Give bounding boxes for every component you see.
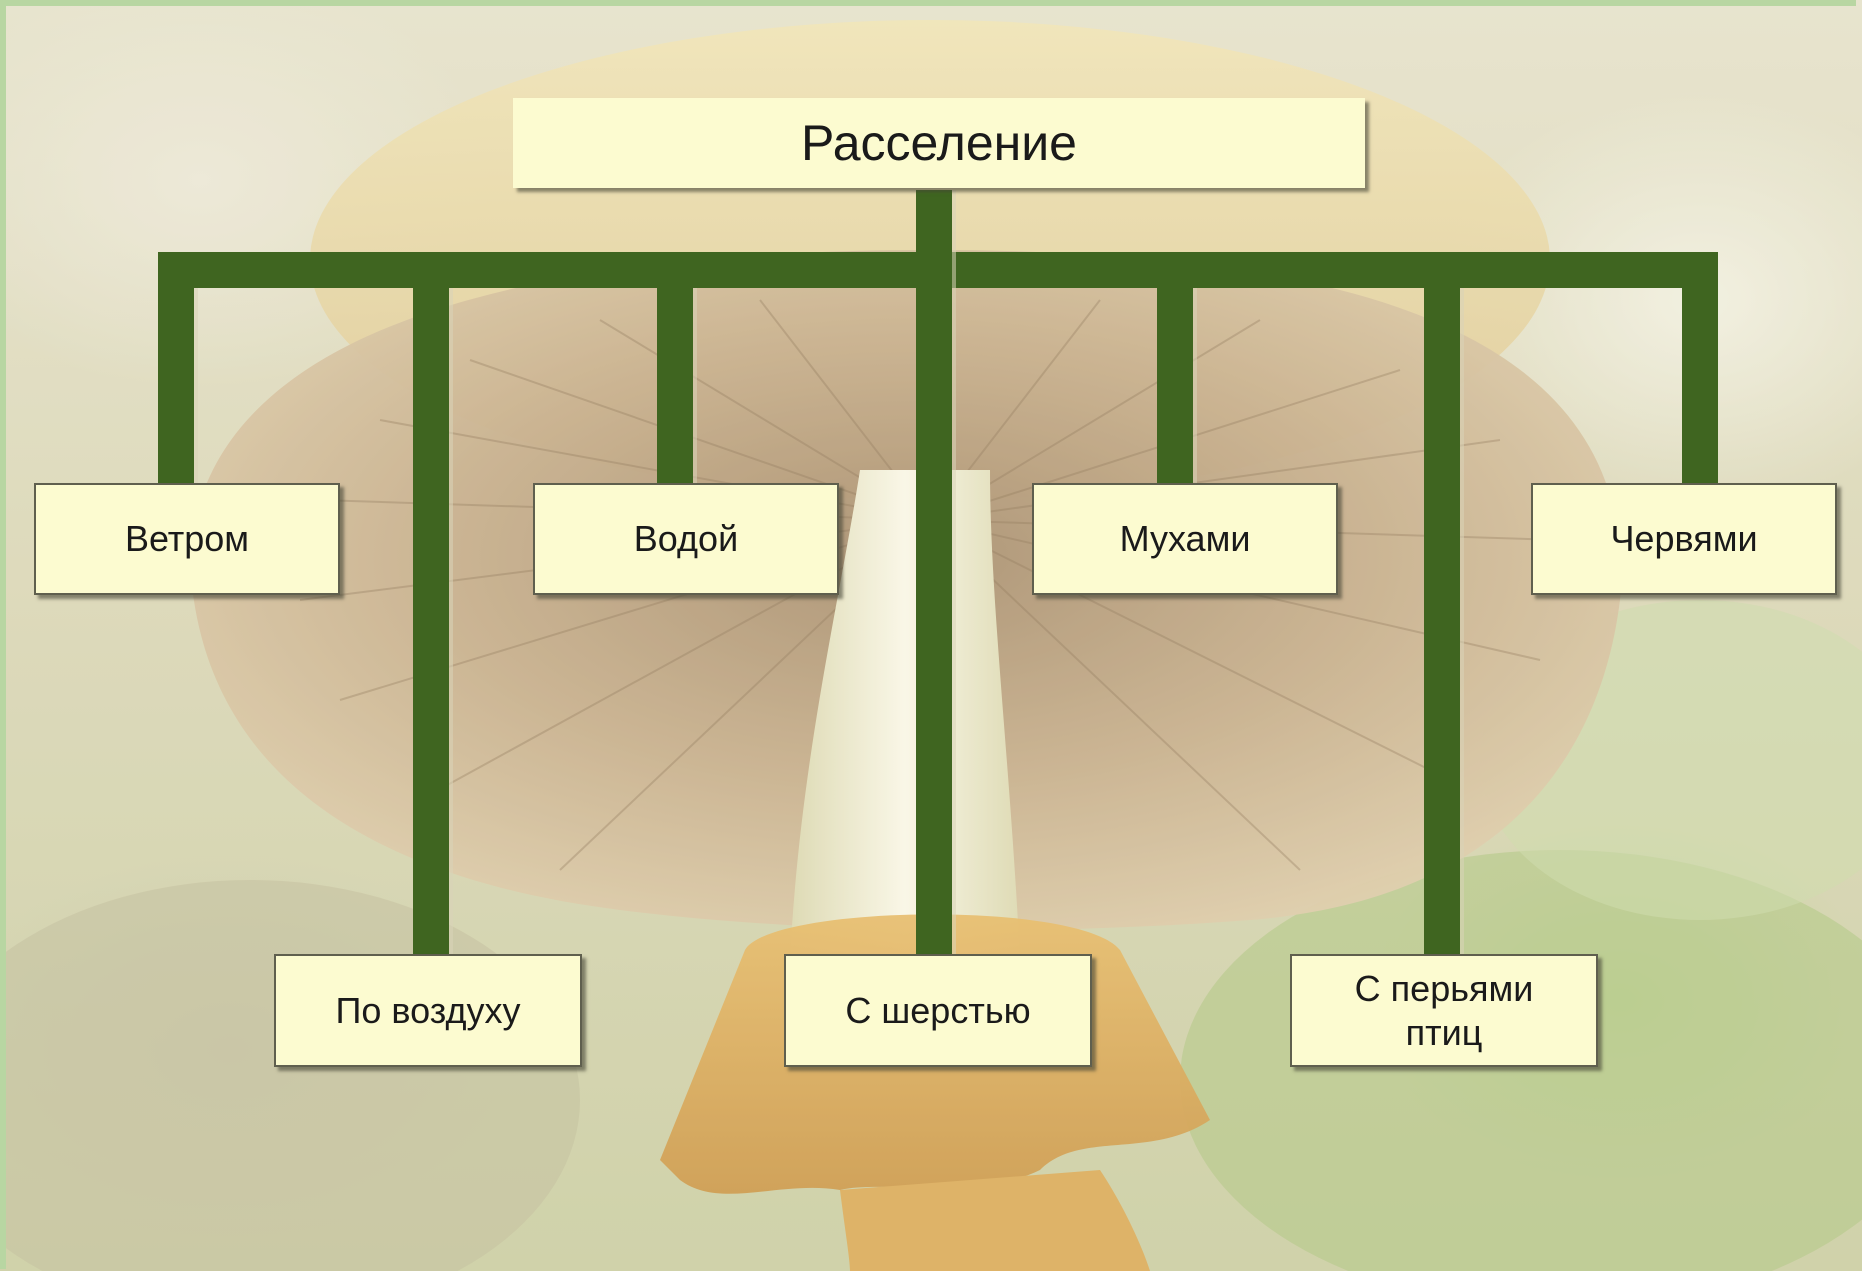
title-text: Расселение xyxy=(801,113,1077,173)
node-wind-label: Ветром xyxy=(125,517,249,560)
branch-line-air xyxy=(413,270,449,956)
node-water: Водой xyxy=(533,483,839,595)
node-wind: Ветром xyxy=(34,483,340,595)
branch-line-feathers xyxy=(1424,270,1460,956)
node-water-label: Водой xyxy=(634,517,738,560)
title-box: Расселение xyxy=(513,98,1365,188)
node-feathers: С перьями птиц xyxy=(1290,954,1598,1067)
branch-line-water xyxy=(657,270,693,486)
node-fur: С шерстью xyxy=(784,954,1092,1067)
node-flies: Мухами xyxy=(1032,483,1338,595)
node-fur-label: С шерстью xyxy=(845,989,1030,1032)
node-worms: Червями xyxy=(1531,483,1837,595)
node-air: По воздуху xyxy=(274,954,582,1067)
node-air-label: По воздуху xyxy=(336,989,521,1032)
branch-line-worms xyxy=(1682,270,1718,486)
node-worms-label: Червями xyxy=(1610,517,1757,560)
branch-line-fur xyxy=(916,270,952,956)
node-feathers-label: С перьями птиц xyxy=(1355,967,1534,1053)
branch-line-wind xyxy=(158,270,194,486)
node-flies-label: Мухами xyxy=(1120,517,1251,560)
branch-line-flies xyxy=(1157,270,1193,486)
